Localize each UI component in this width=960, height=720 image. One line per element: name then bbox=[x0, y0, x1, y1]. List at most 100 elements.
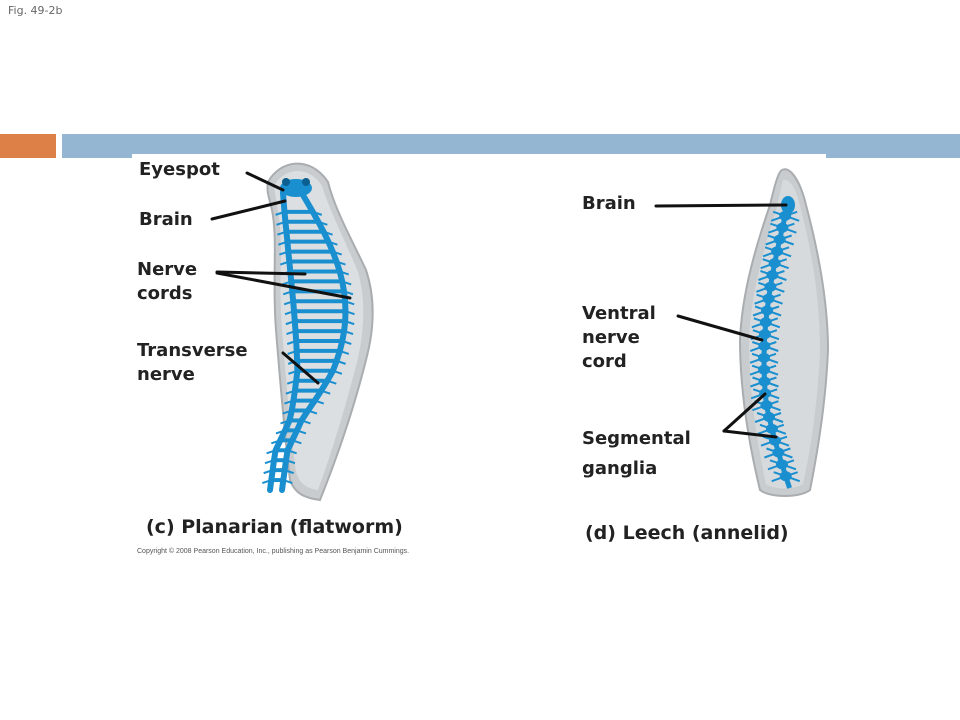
planarian-lateral-branch bbox=[263, 469, 273, 475]
leech-illustration bbox=[738, 168, 830, 497]
leader-transverse-nerve bbox=[281, 351, 320, 385]
leader-ventral-nerve-cord bbox=[676, 314, 764, 342]
planarian-lateral-branch bbox=[312, 210, 323, 216]
caption-planarian: (c) Planarian (flatworm) bbox=[146, 516, 403, 538]
planarian-lateral-branch bbox=[328, 240, 338, 246]
planarian-lateral-branch bbox=[279, 250, 289, 256]
leader-nerve-cords-1 bbox=[215, 270, 307, 276]
label-transverse-nerve: Transverse nerve bbox=[137, 340, 248, 385]
planarian-eyespot bbox=[302, 178, 310, 186]
leech-nerve-cord bbox=[749, 196, 801, 489]
planarian-lateral-branch bbox=[288, 369, 298, 375]
planarian-lateral-branch bbox=[345, 310, 355, 316]
planarian-lateral-branch bbox=[284, 469, 294, 475]
planarian-lateral-branch bbox=[285, 459, 296, 465]
planarian-lateral-branch bbox=[278, 240, 288, 246]
planarian-lateral-branch bbox=[287, 349, 298, 355]
leech-segmental-nerve bbox=[760, 435, 790, 447]
leech-segmental-nerve bbox=[750, 376, 779, 388]
planarian-lateral-branch bbox=[332, 369, 343, 375]
planarian-lateral-branch bbox=[281, 280, 292, 286]
planarian-lateral-branch bbox=[301, 419, 311, 425]
leech-segmental-nerve bbox=[758, 270, 787, 281]
planarian-lateral-branch bbox=[344, 320, 355, 326]
planarian-lateral-branch bbox=[336, 260, 346, 266]
planarian-lateral-branch bbox=[283, 300, 294, 306]
planarian-lateral-branch bbox=[286, 330, 296, 336]
figure-label: Fig. 49-2b bbox=[8, 4, 63, 17]
planarian-lateral-branch bbox=[262, 479, 272, 485]
planarian-illustration bbox=[262, 162, 374, 502]
planarian-lateral-branch bbox=[320, 389, 331, 395]
leech-segmental-nerve bbox=[767, 459, 797, 471]
planarian-lateral-branch bbox=[332, 250, 343, 256]
leech-segmental-nerve bbox=[749, 364, 779, 376]
planarian-lateral-branch bbox=[284, 399, 294, 405]
caption-leech: (d) Leech (annelid) bbox=[585, 522, 789, 544]
label-eyespot: Eyespot bbox=[139, 159, 220, 180]
planarian-lateral-branch bbox=[323, 230, 333, 236]
planarian-lateral-branch bbox=[276, 220, 286, 226]
figure-panel-top bbox=[132, 154, 826, 160]
planarian-lateral-branch bbox=[285, 320, 296, 326]
planarian-lateral-branch bbox=[266, 449, 276, 455]
planarian-lateral-branch bbox=[277, 230, 287, 236]
leech-segmental-nerve bbox=[770, 210, 800, 222]
planarian-lateral-branch bbox=[275, 210, 285, 216]
leader-segmental-ganglia-1 bbox=[722, 392, 767, 433]
planarian-lateral-branch bbox=[314, 399, 325, 405]
label-segmental-ganglia: Segmental ganglia bbox=[582, 428, 691, 479]
planarian-lateral-branch bbox=[343, 290, 354, 296]
leech-segmental-nerve bbox=[757, 423, 787, 435]
planarian-lateral-branch bbox=[343, 330, 354, 336]
planarian-lateral-branch bbox=[280, 260, 290, 266]
planarian-lateral-branch bbox=[271, 439, 281, 445]
leech-segmental-nerve bbox=[771, 471, 801, 483]
planarian-lateral-branch bbox=[344, 300, 355, 306]
planarian-lateral-branch bbox=[282, 409, 293, 415]
title-bar-accent bbox=[0, 134, 56, 158]
leech-segmental-nerve bbox=[768, 222, 797, 234]
planarian-eyespot bbox=[282, 178, 290, 186]
planarian-lateral-branch bbox=[284, 310, 295, 316]
label-ventral-nerve-cord: Ventral nerve cord bbox=[582, 303, 656, 372]
leech-segmental-nerve bbox=[760, 258, 790, 270]
leader-brain-leech bbox=[654, 203, 788, 208]
leader-eyespot bbox=[245, 171, 285, 192]
leech-segmental-nerve bbox=[754, 293, 783, 305]
leech-segmental-nerve bbox=[762, 246, 792, 258]
planarian-lateral-branch bbox=[283, 479, 293, 485]
leech-segmental-nerve bbox=[750, 329, 780, 341]
leech-segmental-nerve bbox=[752, 305, 782, 317]
leader-brain-planarian bbox=[210, 199, 287, 221]
planarian-lateral-branch bbox=[339, 349, 350, 355]
leech-segmental-nerve bbox=[751, 317, 781, 329]
planarian-lateral-branch bbox=[282, 290, 293, 296]
leech-segmental-nerve bbox=[765, 234, 795, 246]
planarian-lateral-branch bbox=[292, 439, 302, 445]
leech-segmental-nerve bbox=[750, 388, 780, 400]
planarian-lateral-branch bbox=[285, 389, 296, 395]
label-nerve-cords: Nerve cords bbox=[137, 259, 198, 304]
leech-segmental-nerve bbox=[764, 447, 793, 459]
copyright-notice: Copyright © 2008 Pearson Education, Inc.… bbox=[137, 548, 410, 555]
leech-segmental-nerve bbox=[752, 400, 781, 412]
planarian-lateral-branch bbox=[275, 429, 286, 435]
planarian-lateral-branch bbox=[341, 280, 352, 286]
planarian-lateral-branch bbox=[264, 459, 275, 465]
label-brain-planarian: Brain bbox=[139, 209, 193, 230]
planarian-lateral-branch bbox=[287, 449, 297, 455]
label-brain-leech: Brain bbox=[582, 193, 636, 214]
leech-segmental-nerve bbox=[754, 412, 784, 423]
planarian-lateral-branch bbox=[341, 340, 352, 345]
planarian-lateral-branch bbox=[296, 429, 307, 435]
leech-segmental-nerve bbox=[749, 341, 779, 352]
planarian-lateral-branch bbox=[280, 419, 290, 425]
planarian-lateral-branch bbox=[286, 340, 297, 345]
planarian-lateral-branch bbox=[326, 379, 337, 385]
leader-segmental-ganglia-2 bbox=[722, 429, 778, 439]
leech-segmental-nerve bbox=[749, 352, 779, 364]
planarian-lateral-branch bbox=[336, 359, 346, 365]
planarian-lateral-branch bbox=[307, 409, 318, 415]
